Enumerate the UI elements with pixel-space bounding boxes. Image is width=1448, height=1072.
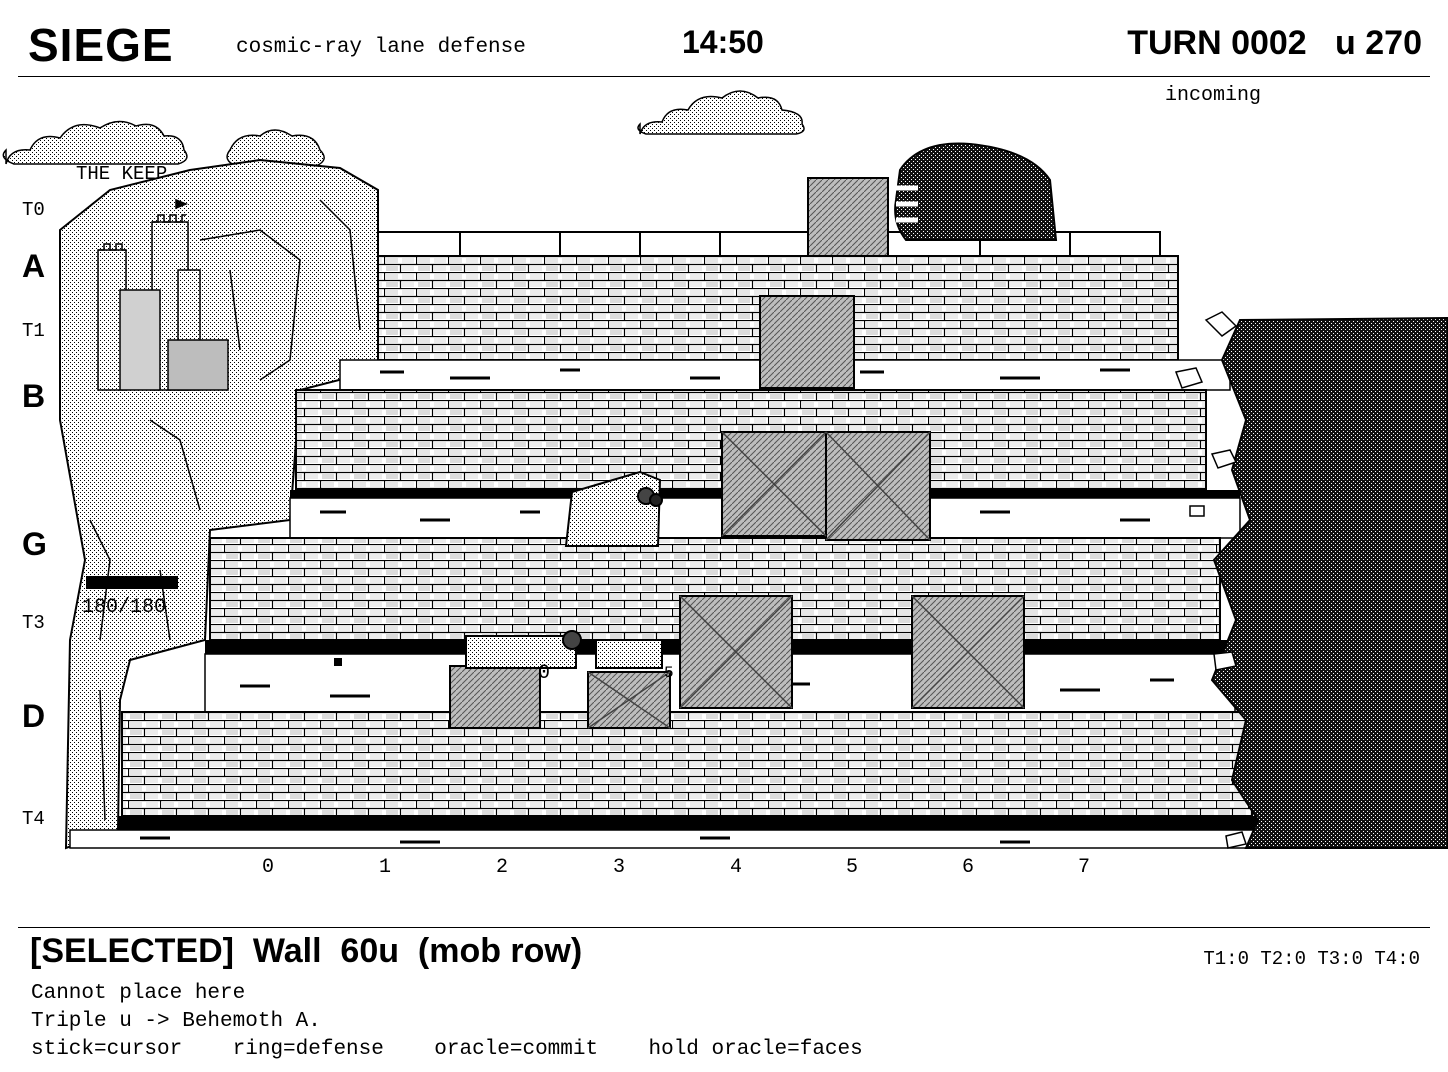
status-divider <box>18 927 1430 928</box>
controls-hint: stick=cursor ring=defense oracle=commit … <box>31 1038 863 1061</box>
tier-label-t1: T1 <box>22 320 45 342</box>
cannon-icon[interactable] <box>465 630 663 669</box>
incoming-zone <box>1174 311 1448 849</box>
lane-label-g: G <box>22 526 47 562</box>
lane-d[interactable] <box>69 711 1271 849</box>
game-title: SIEGE <box>28 19 174 71</box>
keep-hp-text: 180/180 <box>82 596 167 619</box>
column-label[interactable]: 6 <box>962 856 975 879</box>
castle-icon <box>97 198 229 391</box>
game-subtitle: cosmic-ray lane defense <box>236 36 526 59</box>
unit-counter: 0 <box>538 662 551 685</box>
tier-label-t3: T3 <box>22 612 45 634</box>
column-label[interactable]: 5 <box>846 856 859 879</box>
tier-label-t4: T4 <box>22 808 45 830</box>
selected-defense: [SELECTED] Wall 60u (mob row) <box>30 932 583 970</box>
turn-and-units: TURN 0002 u 270 <box>1127 24 1422 62</box>
tier-label-t0: T0 <box>22 199 45 221</box>
clock: 14:50 <box>682 24 764 60</box>
keep-label: THE KEEP <box>76 163 168 185</box>
column-label[interactable]: 2 <box>496 856 509 879</box>
cloud-icon <box>2 120 325 167</box>
column-label[interactable]: 1 <box>379 856 392 879</box>
column-label[interactable]: 0 <box>262 856 275 879</box>
cloud-icon <box>637 90 805 135</box>
incoming-label: incoming <box>1165 84 1262 107</box>
tier-counts: T1:0 T2:0 T3:0 T4:0 <box>1203 948 1420 970</box>
crate-icon[interactable] <box>679 595 1025 709</box>
battlefield[interactable] <box>0 78 1448 868</box>
status-message: Triple u -> Behemoth A. <box>31 1010 321 1033</box>
crate-icon[interactable] <box>759 295 855 389</box>
crate-icon[interactable] <box>449 665 671 729</box>
keep-hp-bar <box>86 576 178 589</box>
lane-label-d: D <box>22 698 46 734</box>
status-message: Cannot place here <box>31 982 246 1005</box>
column-label[interactable]: 3 <box>613 856 626 879</box>
lane-label-a: A <box>22 248 46 284</box>
cannon-icon[interactable] <box>564 470 663 547</box>
behemoth-icon <box>807 142 1058 257</box>
crate-icon[interactable] <box>721 431 931 541</box>
column-label[interactable]: 7 <box>1078 856 1091 879</box>
header-divider <box>18 76 1430 77</box>
column-label[interactable]: 4 <box>730 856 743 879</box>
unit-counter: 5 <box>664 664 674 682</box>
lane-label-b: B <box>22 378 46 414</box>
